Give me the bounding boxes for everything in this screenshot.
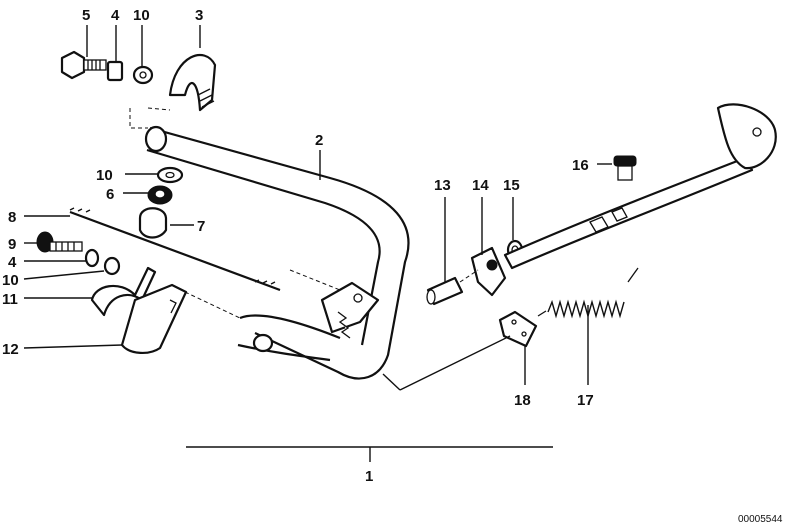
label-11: 11: [2, 291, 18, 308]
label-15: 15: [503, 177, 520, 194]
long-bolt-8: [69, 207, 281, 292]
leader-lines: [23, 25, 612, 462]
label-16: 16: [572, 157, 589, 174]
label-4-top: 4: [111, 7, 120, 24]
bolt-5: [60, 50, 107, 80]
nut-6: [147, 185, 173, 205]
washer-10-low: [103, 256, 121, 276]
washer-10-mid: [156, 166, 184, 184]
label-7: 7: [197, 218, 205, 235]
clip-12: [120, 283, 188, 354]
label-12: 12: [2, 341, 19, 358]
label-4-low: 4: [8, 254, 17, 271]
label-10-top: 10: [133, 7, 150, 24]
label-5: 5: [82, 7, 90, 24]
label-9: 9: [8, 236, 16, 253]
label-1: 1: [365, 468, 373, 485]
washer-4-low: [84, 248, 100, 268]
washer-4-top: [106, 60, 124, 82]
washer-10-top: [132, 65, 154, 85]
label-17: 17: [577, 392, 594, 409]
bracket-14: [470, 246, 507, 297]
label-18: 18: [514, 392, 531, 409]
side-stand-leg: [503, 103, 777, 270]
plate-18: [498, 310, 538, 348]
clamp-bracket: [168, 54, 217, 112]
reference-number: 00005544: [738, 514, 783, 525]
cap-nut-7: [138, 207, 168, 239]
label-10-mid: 10: [96, 167, 113, 184]
label-6: 6: [106, 186, 114, 203]
stand-tube: [144, 125, 410, 380]
label-2: 2: [315, 132, 323, 149]
part-labels: 5 4 10 3 2 10 6 7 8 9 4 10 11 12 13 14 1…: [2, 7, 594, 485]
bolt-9: [36, 231, 83, 253]
label-14: 14: [472, 177, 489, 194]
assembly-dash-lines: [129, 107, 479, 319]
label-8: 8: [8, 209, 16, 226]
plug-16: [613, 155, 637, 181]
clip-11: [90, 266, 157, 317]
label-10-low: 10: [2, 272, 19, 289]
label-13: 13: [434, 177, 451, 194]
spring-17: [537, 267, 639, 319]
label-3: 3: [195, 7, 203, 24]
sleeve-13: [426, 276, 464, 306]
